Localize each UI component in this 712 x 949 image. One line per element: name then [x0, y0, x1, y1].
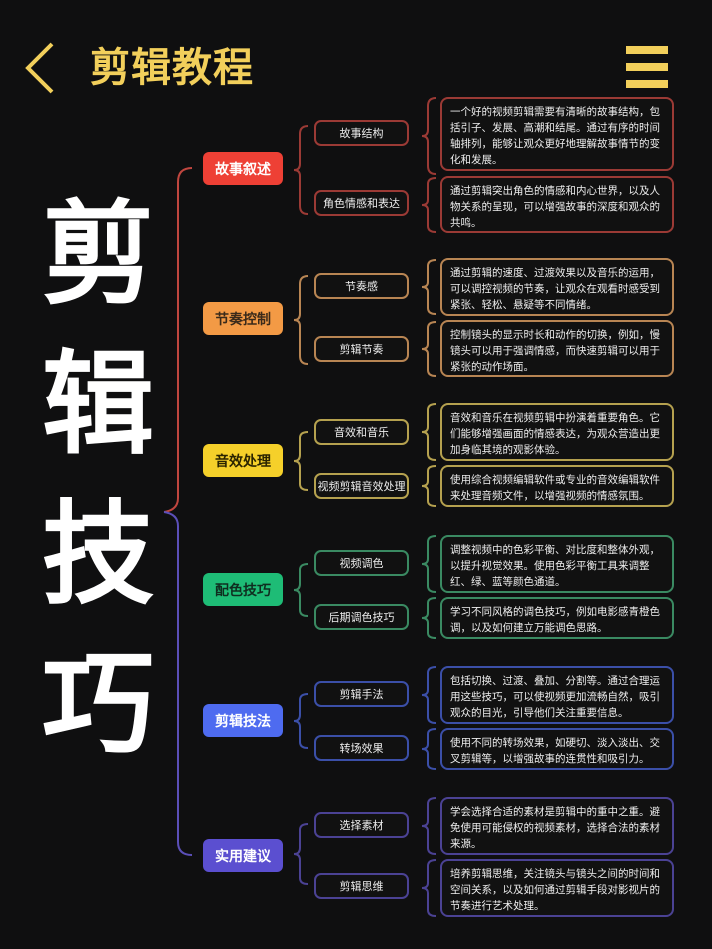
description-video-sfx: 使用综合视频编辑软件或专业的音效编辑软件来处理音频文件，以增强视频的情感氛围。 [440, 465, 674, 507]
brace [293, 125, 309, 215]
description-edit-method: 包括切换、过渡、叠加、分割等。通过合理运用这些技巧，可以使视频更加流畅自然，吸引… [440, 666, 674, 724]
subtopic-rhythm-sense[interactable]: 节奏感 [314, 273, 409, 299]
subtopic-character-emotion[interactable]: 角色情感和表达 [314, 190, 409, 216]
category-tips[interactable]: 实用建议 [203, 839, 283, 872]
subtopic-video-sfx[interactable]: 视频剪辑音效处理 [314, 473, 409, 499]
category-sound[interactable]: 音效处理 [203, 444, 283, 477]
category-technique[interactable]: 剪辑技法 [203, 704, 283, 737]
vertical-title-char: 辑 [42, 340, 154, 470]
brace [421, 321, 437, 377]
brace [421, 666, 437, 724]
brace [421, 797, 437, 855]
subtopic-edit-rhythm[interactable]: 剪辑节奏 [314, 336, 409, 362]
brace [421, 465, 437, 507]
brace [293, 823, 309, 885]
brace [421, 97, 437, 175]
brace [421, 177, 437, 233]
vertical-title-char: 剪 [42, 190, 154, 320]
page-title: 剪辑教程 [90, 45, 254, 91]
brace [421, 535, 437, 593]
brace [421, 259, 437, 315]
category-story[interactable]: 故事叙述 [203, 152, 283, 185]
header: 剪辑教程 [0, 0, 712, 100]
brace [293, 275, 309, 365]
description-story-structure: 一个好的视频剪辑需要有清晰的故事结构，包括引子、发展、高潮和结尾。通过有序的时间… [440, 97, 674, 171]
vertical-title-char: 巧 [42, 640, 154, 770]
chevron-left-icon[interactable] [22, 40, 58, 96]
description-post-grading: 学习不同风格的调色技巧，例如电影感青橙色调，以及如何建立万能调色思路。 [440, 597, 674, 639]
vertical-title-char: 技 [42, 490, 154, 620]
description-edit-rhythm: 控制镜头的显示时长和动作的切换，例如，慢镜头可以用于强调情感，而快速剪辑可以用于… [440, 320, 674, 377]
brace [421, 403, 437, 461]
description-rhythm-sense: 通过剪辑的速度、过渡效果以及音乐的运用，可以调控视频的节奏，让观众在观看时感受到… [440, 258, 674, 316]
brace [421, 859, 437, 917]
description-transition: 使用不同的转场效果，如硬切、淡入淡出、交叉剪辑等，以增强故事的连贯性和吸引力。 [440, 728, 674, 770]
description-sfx-music: 音效和音乐在视频剪辑中扮演着重要角色。它们能够增强画面的情感表达，为观众营造出更… [440, 403, 674, 461]
description-video-grading: 调整视频中的色彩平衡、对比度和整体外观，以提升视觉效果。使用色彩平衡工具来调整红… [440, 535, 674, 593]
brace [293, 693, 309, 749]
subtopic-edit-thinking[interactable]: 剪辑思维 [314, 873, 409, 899]
subtopic-select-material[interactable]: 选择素材 [314, 812, 409, 838]
subtopic-transition[interactable]: 转场效果 [314, 735, 409, 761]
hamburger-menu-icon[interactable] [626, 44, 668, 90]
subtopic-sfx-music[interactable]: 音效和音乐 [314, 419, 409, 445]
subtopic-story-structure[interactable]: 故事结构 [314, 120, 409, 146]
brace [293, 563, 309, 617]
brace [293, 431, 309, 491]
description-character-emotion: 通过剪辑突出角色的情感和内心世界，以及人物关系的呈现，可以增强故事的深度和观众的… [440, 176, 674, 233]
brace [421, 728, 437, 770]
description-edit-thinking: 培养剪辑思维，关注镜头与镜头之间的时间和空间关系，以及如何通过剪辑手段对影视片的… [440, 859, 674, 917]
category-rhythm[interactable]: 节奏控制 [203, 302, 283, 335]
description-select-material: 学会选择合适的素材是剪辑中的重中之重。避免使用可能侵权的视频素材，选择合法的素材… [440, 797, 674, 855]
subtopic-edit-method[interactable]: 剪辑手法 [314, 681, 409, 707]
category-color[interactable]: 配色技巧 [203, 573, 283, 606]
vertical-title: 剪 辑 技 巧 [38, 180, 158, 780]
brace [421, 597, 437, 639]
subtopic-post-grading[interactable]: 后期调色技巧 [314, 604, 409, 630]
subtopic-video-grading[interactable]: 视频调色 [314, 550, 409, 576]
